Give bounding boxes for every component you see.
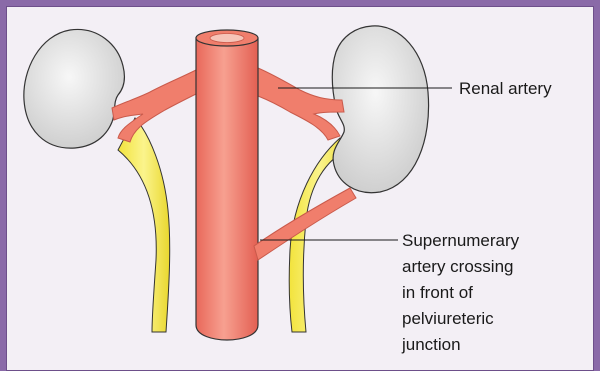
renal-artery-label: Renal artery — [459, 79, 552, 98]
left-kidney — [24, 29, 125, 148]
supernumerary-label-line3: in front of — [402, 283, 473, 302]
aorta — [196, 38, 258, 340]
right-kidney — [332, 26, 428, 193]
aorta-lumen — [210, 34, 244, 43]
left-ureter — [118, 118, 170, 332]
supernumerary-label-line1: Supernumerary — [402, 231, 520, 250]
right-renal-artery — [258, 68, 344, 140]
supernumerary-label-line2: artery crossing — [402, 257, 513, 276]
supernumerary-label-line4: pelviureteric — [402, 309, 494, 328]
supernumerary-label-line5: junction — [401, 335, 461, 354]
